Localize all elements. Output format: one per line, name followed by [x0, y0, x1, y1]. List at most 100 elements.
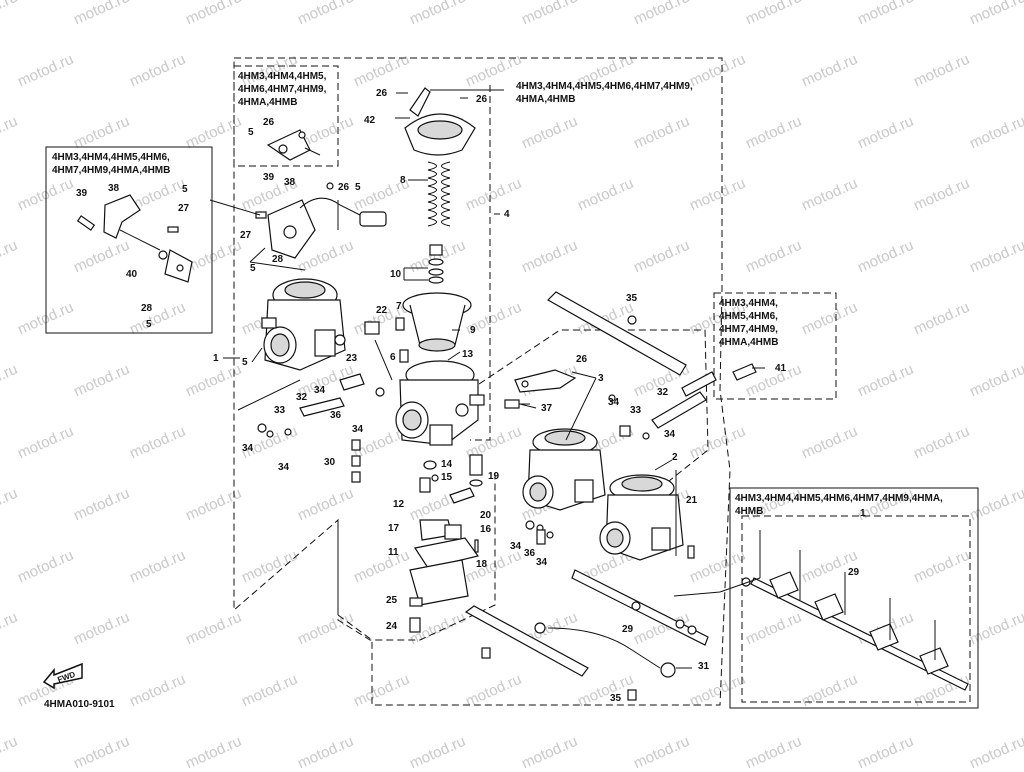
- callout-34: 34: [608, 397, 620, 408]
- callout-14: 14: [441, 459, 453, 470]
- callout-39: 39: [76, 188, 88, 199]
- callout-37: 37: [541, 403, 553, 414]
- callout-5: 5: [146, 319, 152, 330]
- callout-25: 25: [386, 595, 398, 606]
- callout-35: 35: [610, 693, 622, 704]
- callout-27: 27: [240, 230, 252, 241]
- callout-12: 12: [393, 499, 405, 510]
- main-assembly-dashed-outline: [233, 57, 731, 706]
- callout-19: 19: [488, 471, 500, 482]
- callout-16: 16: [480, 524, 492, 535]
- variant-caption-bottom-right: 4HM3,4HM4,4HM5,4HM6,4HM7,4HM9,4HMA, 4HMB: [735, 493, 943, 517]
- lower-float-bowl-dashed-outline: [337, 470, 496, 641]
- left-connectors: [237, 373, 385, 483]
- callout-34: 34: [314, 385, 326, 396]
- carburetor-right-lower: [599, 474, 695, 561]
- callout-34: 34: [278, 462, 290, 473]
- callout-38: 38: [108, 183, 120, 194]
- screw-parts: [364, 317, 409, 381]
- upper-link-bar: [547, 291, 687, 376]
- throttle-shaft: [571, 569, 709, 646]
- callout-5: 5: [355, 182, 361, 193]
- callout-26: 26: [376, 88, 388, 99]
- callout-29: 29: [848, 567, 860, 578]
- callout-1: 1: [860, 508, 866, 519]
- callout-7: 7: [396, 301, 402, 312]
- callout-17: 17: [388, 523, 400, 534]
- variant-caption-right: 4HM3,4HM4, 4HM5,4HM6, 4HM7,4HM9, 4HMA,4H…: [719, 298, 779, 348]
- callout-6: 6: [390, 352, 396, 363]
- callout-10: 10: [390, 269, 402, 280]
- callout-36: 36: [330, 410, 342, 421]
- variant-caption-top-left: 4HM3,4HM4,4HM5, 4HM6,4HM7,4HM9, 4HMA,4HM…: [238, 71, 327, 108]
- callout-32: 32: [296, 392, 308, 403]
- top-left-inset-bracket: [266, 129, 321, 161]
- callout-11: 11: [388, 547, 399, 558]
- carburetor-left: [261, 278, 346, 371]
- fwd-arrow-icon: FWD: [42, 662, 83, 690]
- fwd-label: FWD: [56, 670, 76, 685]
- right-hose-parts: [608, 363, 757, 440]
- callout-34: 34: [510, 541, 522, 552]
- callout-30: 30: [324, 457, 336, 468]
- callout-2: 2: [672, 452, 678, 463]
- callout-41: 41: [775, 363, 787, 374]
- callout-22: 22: [376, 305, 388, 316]
- callout-35: 35: [626, 293, 638, 304]
- right-variant-box: [713, 292, 837, 400]
- callout-26: 26: [576, 354, 588, 365]
- callout-26: 26: [263, 117, 275, 128]
- variant-caption-top-right: 4HM3,4HM4,4HM5,4HM6,4HM7,4HM9, 4HMA,4HMB: [516, 81, 693, 105]
- lower-small-parts: [525, 520, 554, 545]
- callout-26: 26: [338, 182, 350, 193]
- callout-33: 33: [630, 405, 642, 416]
- callout-13: 13: [462, 349, 474, 360]
- callout-18: 18: [476, 559, 488, 570]
- callout-31: 31: [698, 661, 710, 672]
- carburetor-right-upper: [522, 428, 606, 511]
- float-bowl-assembly: [409, 477, 480, 633]
- callout-5: 5: [250, 263, 256, 274]
- callout-38: 38: [284, 177, 296, 188]
- callout-28: 28: [141, 303, 153, 314]
- callout-27: 27: [178, 203, 190, 214]
- cable-bracket: [464, 605, 676, 701]
- callout-34: 34: [536, 557, 548, 568]
- callout-42: 42: [364, 115, 376, 126]
- item4-dashed-bracket: [470, 85, 491, 441]
- jet-parts: [423, 454, 483, 504]
- callout-29: 29: [622, 624, 634, 635]
- callout-4: 4: [504, 209, 510, 220]
- vacuum-chamber-stack: [402, 87, 476, 352]
- callout-15: 15: [441, 472, 453, 483]
- callout-28: 28: [272, 254, 284, 265]
- bottom-right-inner-dashed-box: [741, 515, 971, 703]
- callout-26: 26: [476, 94, 488, 105]
- document-id: 4HMA010-9101: [44, 699, 115, 710]
- sensor-assembly: [255, 182, 387, 259]
- callout-20: 20: [480, 510, 492, 521]
- callout-9: 9: [470, 325, 476, 336]
- callout-33: 33: [274, 405, 286, 416]
- callout-21: 21: [686, 495, 698, 506]
- bracket-3: [514, 369, 577, 393]
- callout-8: 8: [400, 175, 406, 186]
- callout-1: 1: [213, 353, 219, 364]
- callout-34: 34: [242, 443, 254, 454]
- left-variant-box: [45, 146, 213, 334]
- bottom-right-variant-box: [729, 487, 979, 709]
- leader-lines: [209, 89, 765, 669]
- callout-34: 34: [352, 424, 364, 435]
- callout-36: 36: [524, 548, 536, 559]
- item-37-fitting: [504, 399, 530, 409]
- top-left-variant-box: [233, 65, 339, 167]
- callout-3: 3: [598, 373, 604, 384]
- callout-24: 24: [386, 621, 398, 632]
- callout-5: 5: [248, 127, 254, 138]
- variant-caption-left: 4HM3,4HM4,4HM5,4HM6, 4HM7,4HM9,4HMA,4HMB: [52, 152, 171, 176]
- callout-39: 39: [263, 172, 275, 183]
- callout-23: 23: [346, 353, 358, 364]
- right-center-dashed-outline: [469, 329, 709, 521]
